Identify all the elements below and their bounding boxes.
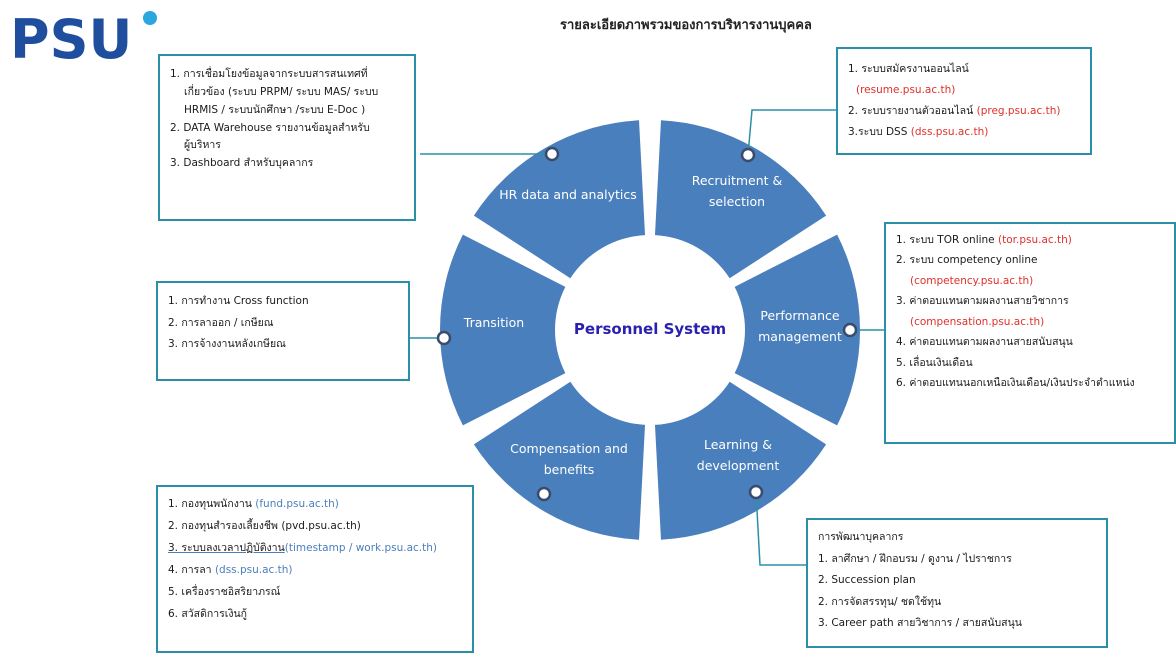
hr-item-2a: 2. DATA Warehouse รายงานข้อมูลสำหรับ xyxy=(170,121,370,134)
pvd-link[interactable]: (pvd.psu.ac.th) xyxy=(281,520,361,533)
connector-learning xyxy=(755,491,806,566)
compensation-item-6: 6. สวัสดิการเงินกู้ xyxy=(168,608,248,621)
hr-item-1a: 1. การเชื่อมโยงข้อมูลจากระบบสารสนเทศที่ xyxy=(170,68,368,80)
transition-item-1: 1. การทำงาน Cross function xyxy=(168,295,309,307)
hr-item-1c: HRMIS / ระบบนักศึกษา /ระบบ E-Doc ) xyxy=(184,103,366,116)
center-label: Personnel System xyxy=(573,320,727,338)
compensation-box: 1. กองทุนพนักงาน (fund.psu.ac.th) 2. กอง… xyxy=(156,485,474,653)
connector-dot-learning xyxy=(748,484,764,500)
transition-item-3: 3. การจ้างงานหลังเกษียณ xyxy=(168,338,286,351)
connector-dot-transition xyxy=(436,330,452,346)
performance-item-1: 1. ระบบ TOR online xyxy=(896,234,995,246)
segment-label-transition: Transition xyxy=(463,315,525,330)
psu-logo: PSU xyxy=(10,8,157,68)
ring-segment-learning xyxy=(654,381,827,540)
performance-box: 1. ระบบ TOR online (tor.psu.ac.th) 2. ระ… xyxy=(884,222,1176,444)
segment-label-learning: Learning &development xyxy=(696,437,780,474)
connector-dot-hr xyxy=(544,146,560,162)
timestamp-link[interactable]: (timestamp / work.psu.ac.th) xyxy=(284,542,437,555)
performance-item-2: 2. ระบบ competency online xyxy=(896,254,1038,267)
transition-item-2: 2. การลาออก / เกษียณ xyxy=(168,316,274,329)
recruitment-item-1: 1. ระบบสมัครงานออนไลน์ xyxy=(848,63,969,75)
compensation-item-3: 3. ระบบลงเวลาปฏิบัติงาน xyxy=(168,542,285,555)
ring-segment-performance xyxy=(734,234,861,426)
tor-link[interactable]: (tor.psu.ac.th) xyxy=(998,234,1072,246)
compensation-item-5: 5. เครื่องราชอิสริยาภรณ์ xyxy=(168,586,281,599)
connector-dot-performance xyxy=(842,322,858,338)
competency-link[interactable]: (competency.psu.ac.th) xyxy=(910,274,1034,287)
performance-item-4: 4. ค่าตอบแทนตามผลงานสายสนับสนุน xyxy=(896,336,1073,349)
transition-box: 1. การทำงาน Cross function 2. การลาออก /… xyxy=(156,281,410,381)
learning-item-1: 1. ลาศึกษา / ฝึกอบรม / ดูงาน / ไปราชการ xyxy=(818,552,1012,565)
recruitment-box: 1. ระบบสมัครงานออนไลน์ (resume.psu.ac.th… xyxy=(836,47,1092,155)
performance-item-6: 6. ค่าตอบแทนนอกเหนือเงินเดือน/เงินประจำต… xyxy=(896,377,1135,390)
logo-dot-icon xyxy=(143,11,157,25)
segment-label-hr: HR data and analytics xyxy=(499,187,637,202)
page-title: รายละเอียดภาพรวมของการบริหารงานบุคคล xyxy=(560,18,812,33)
resume-link[interactable]: (resume.psu.ac.th) xyxy=(856,84,956,96)
recruitment-item-2: 2. ระบบรายงานตัวออนไลน์ xyxy=(848,105,974,117)
compensation-item-4: 4. การลา xyxy=(168,564,212,577)
ring-segment-recruitment xyxy=(654,120,827,279)
learning-item-2: 2. Succession plan xyxy=(818,574,916,587)
recruitment-item-3: 3.ระบบ DSS xyxy=(848,126,908,138)
dss-leave-link[interactable]: (dss.psu.ac.th) xyxy=(214,564,293,577)
fund-link[interactable]: (fund.psu.ac.th) xyxy=(255,498,339,510)
learning-header: การพัฒนาบุคลากร xyxy=(818,531,904,543)
connector-dot-compensation xyxy=(536,486,552,502)
learning-item-3: 2. การจัดสรรทุน/ ชดใช้ทุน xyxy=(818,595,942,608)
learning-box: การพัฒนาบุคลากร 1. ลาศึกษา / ฝึกอบรม / ด… xyxy=(806,518,1108,648)
compensation-item-1: 1. กองทุนพนักงาน xyxy=(168,498,252,510)
segment-label-recruitment: Recruitment &selection xyxy=(691,173,783,210)
ring-segment-compensation xyxy=(473,381,646,540)
performance-item-5: 5. เลื่อนเงินเดือน xyxy=(896,356,973,369)
connector-dot-recruitment xyxy=(740,147,756,163)
learning-item-4: 3. Career path สายวิชาการ / สายสนับสนุน xyxy=(818,617,1022,630)
compensation-link[interactable]: (compensation.psu.ac.th) xyxy=(910,315,1045,328)
preg-link[interactable]: (preg.psu.ac.th) xyxy=(976,105,1061,117)
ring-segment-transition xyxy=(440,234,566,426)
logo-text: PSU xyxy=(10,8,132,68)
hr-data-box: 1. การเชื่อมโยงข้อมูลจากระบบสารสนเทศที่ … xyxy=(158,54,416,221)
dss-link[interactable]: (dss.psu.ac.th) xyxy=(910,126,989,138)
ring-segment-hr xyxy=(473,120,646,279)
connector-recruitment xyxy=(747,109,836,156)
hr-item-3: 3. Dashboard สำหรับบุคลากร xyxy=(170,157,314,170)
hr-item-2b: ผู้บริหาร xyxy=(184,139,221,152)
compensation-item-2: 2. กองทุนสำรองเลี้ยงชีพ xyxy=(168,520,278,533)
performance-item-3: 3. ค่าตอบแทนตามผลงานสายวิชาการ xyxy=(896,295,1069,308)
hr-item-1b: เกี่ยวข้อง (ระบบ PRPM/ ระบบ MAS/ ระบบ xyxy=(184,85,379,98)
